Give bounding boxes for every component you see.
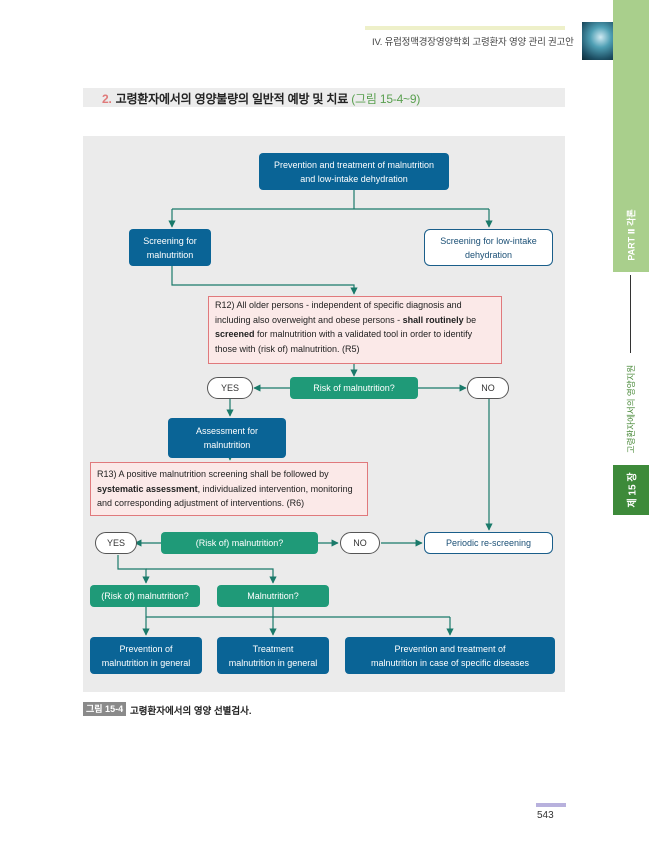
side-tab-part-block bbox=[613, 0, 649, 272]
section-heading: 2.고령환자에서의 영양불량의 일반적 예방 및 치료 (그림 15-4~9) bbox=[102, 90, 420, 107]
page-number-rule bbox=[536, 803, 566, 807]
section-number: 2. bbox=[102, 92, 112, 106]
decision-risk-of-malnutrition-2: (Risk of) malnutrition? bbox=[161, 532, 318, 554]
box-periodic-rescreening: Periodic re-screening bbox=[424, 532, 553, 554]
section-figure-ref: (그림 15-4~9) bbox=[351, 92, 421, 106]
header-rule bbox=[365, 26, 565, 30]
pill-no-1: NO bbox=[467, 377, 509, 399]
page-number: 543 bbox=[537, 810, 554, 821]
figure-caption-text: 고령환자에서의 영양 선별검사. bbox=[130, 706, 252, 717]
decision-malnutrition: Malnutrition? bbox=[217, 585, 329, 607]
note-r13: R13) A positive malnutrition screening s… bbox=[90, 462, 368, 516]
decision-risk-of-malnutrition-3: (Risk of) malnutrition? bbox=[90, 585, 200, 607]
side-chapter-badge: 제 15 장 bbox=[613, 465, 649, 515]
running-title: IV. 유럽정맥경장영양학회 고령환자 영양 관리 권고안 bbox=[372, 37, 574, 48]
figure-caption-tag: 그림 15-4 bbox=[83, 702, 127, 716]
pill-yes-2: YES bbox=[95, 532, 137, 554]
decision-risk-of-malnutrition: Risk of malnutrition? bbox=[290, 377, 418, 399]
pill-yes-1: YES bbox=[207, 377, 253, 399]
side-divider bbox=[630, 275, 631, 353]
header-photo bbox=[582, 22, 613, 60]
pill-no-2: NO bbox=[340, 532, 380, 554]
note-r12: R12) All older persons - independent of … bbox=[208, 296, 502, 364]
section-title: 고령환자에서의 영양불량의 일반적 예방 및 치료 bbox=[115, 92, 349, 106]
box-prevention-treatment: Prevention and treatment of malnutrition… bbox=[259, 153, 449, 190]
section-heading-bar bbox=[83, 88, 565, 107]
